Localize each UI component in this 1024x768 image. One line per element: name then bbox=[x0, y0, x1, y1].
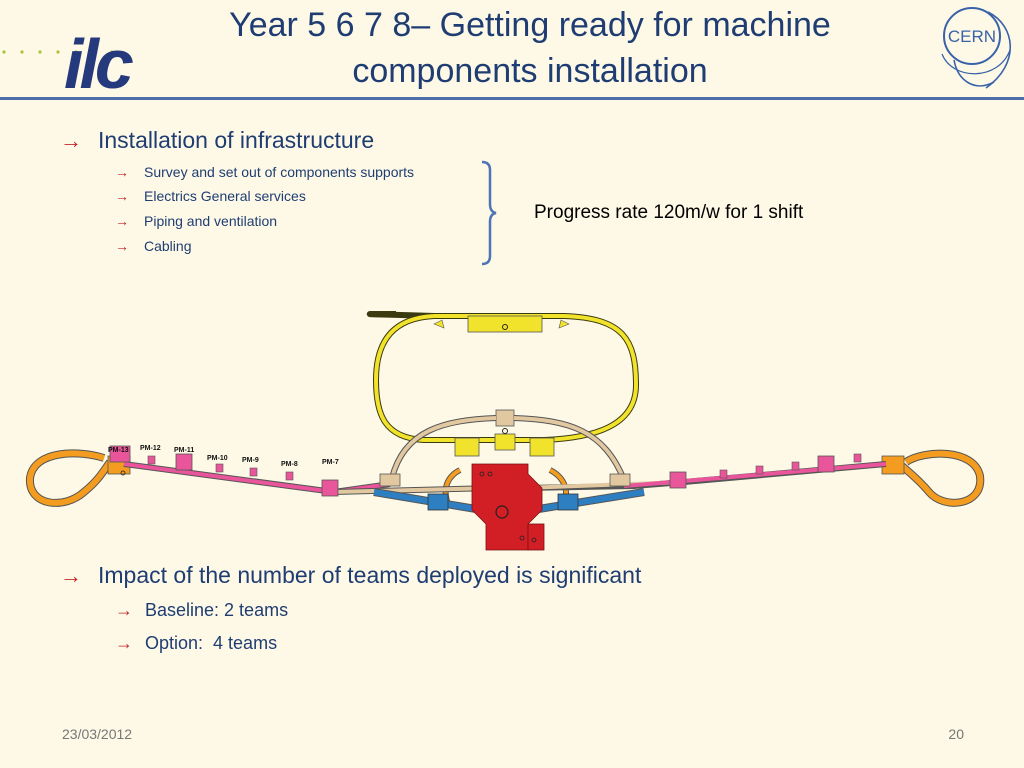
footer-date: 23/03/2012 bbox=[62, 726, 133, 742]
damping-ring bbox=[366, 311, 640, 457]
cern-logo: CERN bbox=[941, 7, 1011, 89]
pm-shaft-labels: PM-13 PM-12 PM-11 PM-10 PM-9 PM-8 PM-7 bbox=[108, 445, 339, 468]
header-rule bbox=[0, 97, 1024, 100]
bullet-text: Installation of infrastructure bbox=[98, 127, 375, 153]
bullet-arrow-icon: → bbox=[60, 563, 82, 588]
pm-label: PM-8 bbox=[281, 461, 298, 468]
sub-bullet-text: Electrics General services bbox=[144, 188, 306, 204]
bullet-arrow-icon: → bbox=[60, 128, 82, 153]
ring-to-main-linac-lines bbox=[389, 415, 627, 482]
pm-label: PM-12 bbox=[140, 445, 161, 452]
sub-bullet-text: Survey and set out of components support… bbox=[144, 164, 415, 180]
ilc-logo-text: ilc bbox=[64, 25, 133, 94]
sub-bullet-cabling: → Cabling bbox=[115, 237, 191, 255]
bullet-arrow-icon: → bbox=[115, 633, 133, 653]
pm-label: PM-7 bbox=[322, 459, 339, 466]
slide-title: Year 5 6 7 8– Getting ready for machine … bbox=[190, 2, 870, 94]
sub-bullet-option: → Option: 4 teams bbox=[115, 632, 277, 654]
detector-hall bbox=[471, 463, 545, 551]
ilc-logo: ilc bbox=[2, 25, 137, 94]
right-brace-icon bbox=[481, 160, 497, 266]
pm-label: PM-13 bbox=[108, 447, 129, 454]
pm-label: PM-11 bbox=[174, 447, 194, 454]
sub-bullet-piping: → Piping and ventilation bbox=[115, 212, 277, 230]
bullet-arrow-icon: → bbox=[115, 600, 133, 620]
cern-logo-text: CERN bbox=[948, 27, 996, 46]
bullet-text: Impact of the number of teams deployed i… bbox=[98, 562, 642, 588]
bullet-arrow-icon: → bbox=[115, 213, 129, 229]
footer-page-number: 20 bbox=[948, 726, 964, 742]
bullet-installation-infrastructure: → Installation of infrastructure bbox=[60, 126, 374, 155]
bullet-arrow-icon: → bbox=[115, 188, 129, 204]
main-linac bbox=[109, 445, 887, 497]
sub-bullet-text: Baseline: 2 teams bbox=[145, 600, 289, 620]
slide-title-line2: components installation bbox=[352, 52, 708, 90]
machine-layout-diagram: PM-13 PM-12 PM-11 PM-10 PM-9 PM-8 PM-7 bbox=[26, 311, 985, 551]
sub-bullet-baseline: → Baseline: 2 teams bbox=[115, 599, 288, 621]
sub-bullet-electrics: → Electrics General services bbox=[115, 187, 306, 205]
slide-title-line1: Year 5 6 7 8– Getting ready for machine bbox=[229, 6, 831, 44]
pm-label: PM-10 bbox=[207, 455, 228, 462]
pm-label: PM-9 bbox=[242, 457, 259, 464]
bullet-impact-teams: → Impact of the number of teams deployed … bbox=[60, 561, 641, 590]
sub-bullet-text: Cabling bbox=[144, 238, 192, 254]
bullet-arrow-icon: → bbox=[115, 164, 129, 180]
bullet-arrow-icon: → bbox=[115, 238, 129, 254]
sub-bullet-text: Option: 4 teams bbox=[145, 633, 278, 653]
sub-bullet-survey: → Survey and set out of components suppor… bbox=[115, 163, 414, 181]
progress-rate-note: Progress rate 120m/w for 1 shift bbox=[534, 202, 804, 223]
sub-bullet-text: Piping and ventilation bbox=[144, 213, 278, 229]
